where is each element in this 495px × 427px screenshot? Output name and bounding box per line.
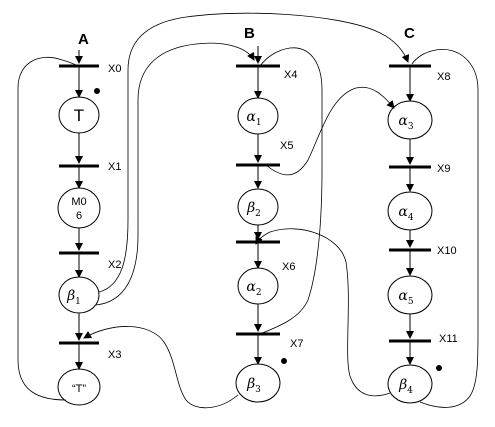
- place-alpha4: [387, 191, 433, 231]
- curve-beta1-to-x8: [98, 12, 410, 293]
- place-symbol: β: [246, 200, 255, 216]
- place-symbol: α: [398, 288, 408, 304]
- place-subscript: 1: [75, 297, 81, 307]
- transition-label-x9: X9: [437, 163, 450, 175]
- place-label-alpha3: α3: [398, 113, 413, 132]
- column-c: X8 α3 X9 α4 X10 α5 X11 β4: [387, 64, 458, 404]
- place-alpha3: [387, 100, 433, 140]
- place-beta2: [237, 188, 279, 226]
- place-beta1: [58, 276, 100, 314]
- curve-beta3-to-x3: [83, 326, 239, 409]
- place-label-t: T: [74, 106, 84, 125]
- transition-label-x11: X11: [439, 333, 458, 345]
- place-label-m06-line2: 6: [76, 210, 82, 222]
- transition-label-x3: X3: [108, 349, 121, 361]
- place-subscript: 4: [407, 386, 413, 396]
- place-t-quoted: [57, 368, 101, 406]
- place-symbol: α: [246, 279, 256, 295]
- place-alpha1: [237, 97, 279, 135]
- place-alpha2: [237, 267, 279, 305]
- place-subscript: 1: [256, 118, 262, 128]
- place-label-alpha1: α1: [246, 109, 261, 128]
- place-subscript: 4: [408, 213, 414, 223]
- place-symbol: α: [246, 109, 256, 125]
- column-a: X0 T X1 M0 6 X2 β1 X3 “T”: [57, 50, 121, 406]
- token-dot: [94, 88, 100, 94]
- token-dot: [281, 358, 287, 364]
- place-beta4: [387, 364, 433, 404]
- place-symbol: α: [398, 113, 408, 129]
- place-label-t-quoted: “T”: [72, 383, 86, 395]
- place-symbol: β: [398, 377, 407, 393]
- feedback-curve-c: [411, 48, 479, 408]
- feedback-curve-a: [17, 56, 79, 401]
- place-label-beta1: β1: [66, 288, 81, 307]
- place-subscript: 5: [408, 297, 414, 307]
- transition-label-x6: X6: [282, 261, 295, 273]
- place-m06: [57, 187, 101, 229]
- column-b: X4 α1 X5 β2 X6 α2 X7 β3: [235, 46, 303, 403]
- curve-beta4-to-x6: [255, 228, 391, 397]
- place-symbol: α: [398, 204, 408, 220]
- transition-label-x10: X10: [437, 245, 457, 257]
- place-label-m06-line1: M0: [71, 196, 86, 208]
- curve-x5-to-alpha3: [265, 86, 395, 176]
- place-subscript: 2: [256, 288, 262, 298]
- place-label-alpha2: α2: [246, 279, 261, 298]
- transition-label-x4: X4: [284, 69, 297, 81]
- column-header-c: C: [404, 25, 415, 42]
- column-header-a: A: [78, 31, 89, 48]
- place-symbol: β: [246, 376, 255, 392]
- place-label-beta2: β2: [246, 200, 261, 219]
- transition-label-x1: X1: [108, 161, 121, 173]
- place-subscript: 2: [255, 209, 261, 219]
- transition-label-x2: X2: [108, 259, 121, 271]
- transition-label-x8: X8: [437, 71, 450, 83]
- curve-beta1-to-x4: [95, 42, 255, 306]
- place-alpha5: [387, 275, 433, 315]
- column-header-b: B: [244, 25, 255, 42]
- place-label-alpha4: α4: [398, 204, 413, 223]
- feedback-curve-b: [259, 47, 323, 335]
- place-label-beta3: β3: [246, 376, 261, 395]
- place-label-beta4: β4: [398, 377, 413, 396]
- token-dot: [436, 365, 442, 371]
- place-symbol: β: [66, 288, 75, 304]
- place-label-alpha5: α5: [398, 288, 413, 307]
- transition-label-x5: X5: [280, 140, 293, 152]
- place-subscript: 3: [408, 122, 414, 132]
- transition-label-x7: X7: [290, 338, 303, 350]
- place-beta3: [235, 363, 281, 403]
- place-subscript: 3: [255, 385, 261, 395]
- transition-label-x0: X0: [108, 63, 121, 75]
